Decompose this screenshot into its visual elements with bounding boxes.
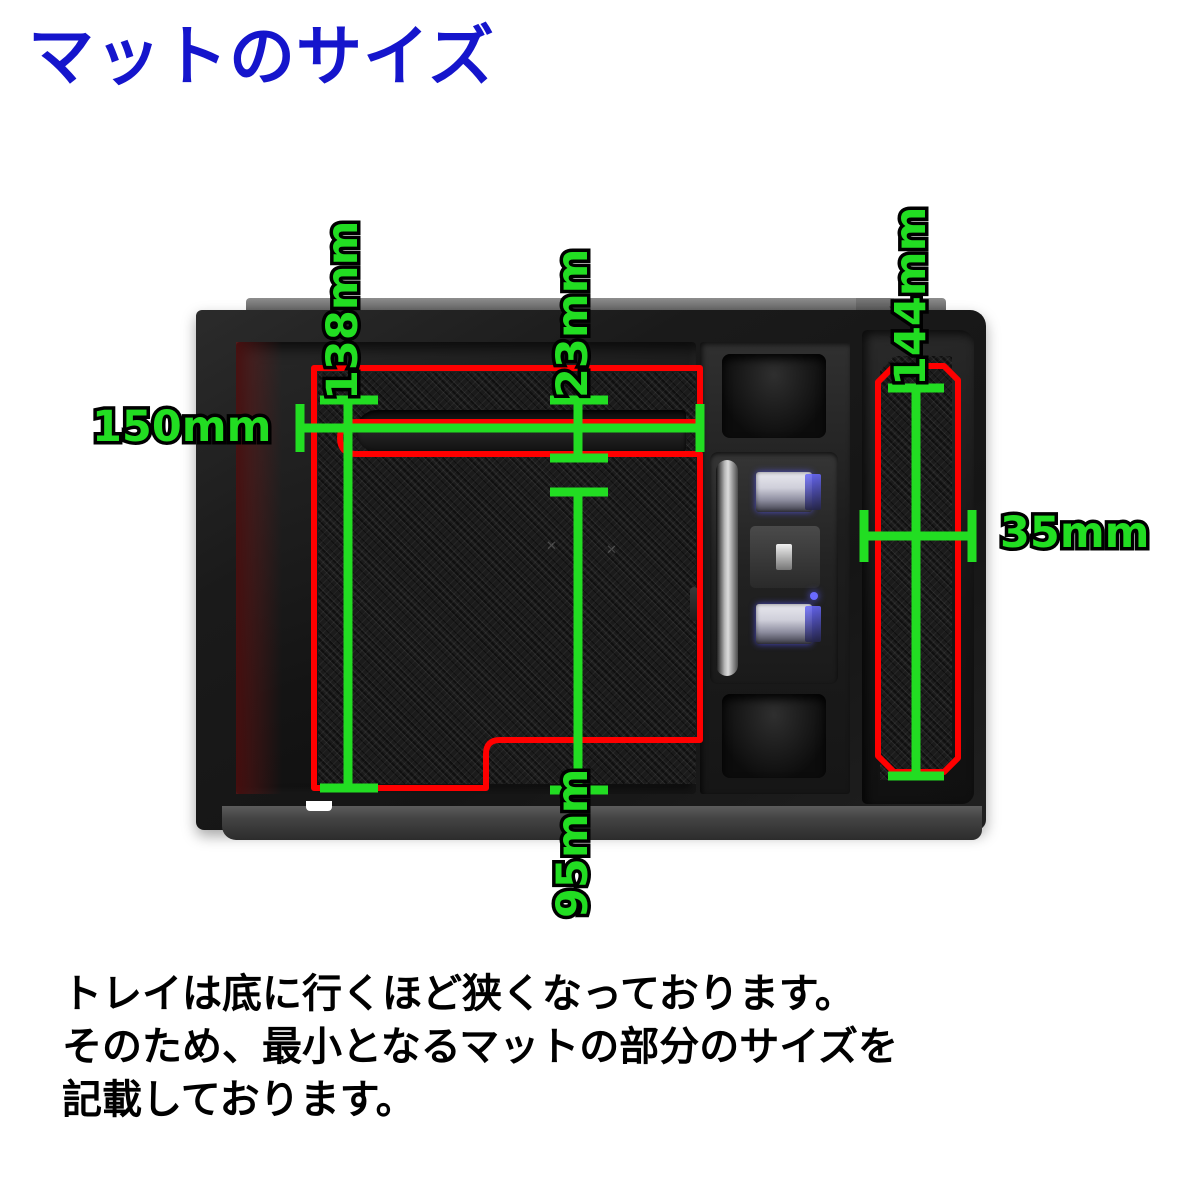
dim-label-150mm: 150mm bbox=[88, 402, 274, 452]
note-line-1: トレイは底に行くほど狭くなっております。 bbox=[62, 971, 855, 1017]
cup-hole-upper bbox=[722, 354, 826, 438]
dim-label-35mm: 35mm bbox=[996, 508, 1152, 558]
large-mat: ✕ ✕ bbox=[318, 372, 698, 784]
dim-label-144mm: 144mm bbox=[883, 203, 940, 389]
dim-label-138mm: 138mm bbox=[315, 217, 372, 403]
mat-edge-tab bbox=[690, 587, 698, 621]
led-indicator-icon bbox=[810, 592, 818, 600]
tray-front-lip bbox=[222, 801, 982, 840]
usb-port-block bbox=[710, 452, 838, 684]
dim-label-95mm: 95mm bbox=[545, 765, 602, 921]
usb-port-lower bbox=[756, 604, 821, 644]
usb-port-upper bbox=[756, 472, 821, 512]
connector-port bbox=[750, 526, 820, 588]
cup-hole-lower bbox=[722, 694, 826, 778]
mat-mark: ✕ bbox=[546, 539, 557, 554]
mat-mark: ✕ bbox=[606, 543, 617, 558]
note-line-3: 記載しております。 bbox=[62, 1077, 416, 1124]
page-title: マットのサイズ bbox=[28, 18, 496, 95]
center-divider-column bbox=[700, 342, 850, 794]
note-line-2: そのため、最小となるマットの部分のサイズを bbox=[62, 1024, 898, 1071]
narrow-mat-outline bbox=[875, 363, 961, 775]
dim-label-23mm: 23mm bbox=[545, 245, 602, 401]
usb-rail bbox=[716, 460, 738, 676]
note-text: トレイは底に行くほど狭くなっております。 そのため、最小となるマットの部分のサイ… bbox=[62, 968, 1152, 1128]
large-mat-outline bbox=[311, 365, 703, 791]
